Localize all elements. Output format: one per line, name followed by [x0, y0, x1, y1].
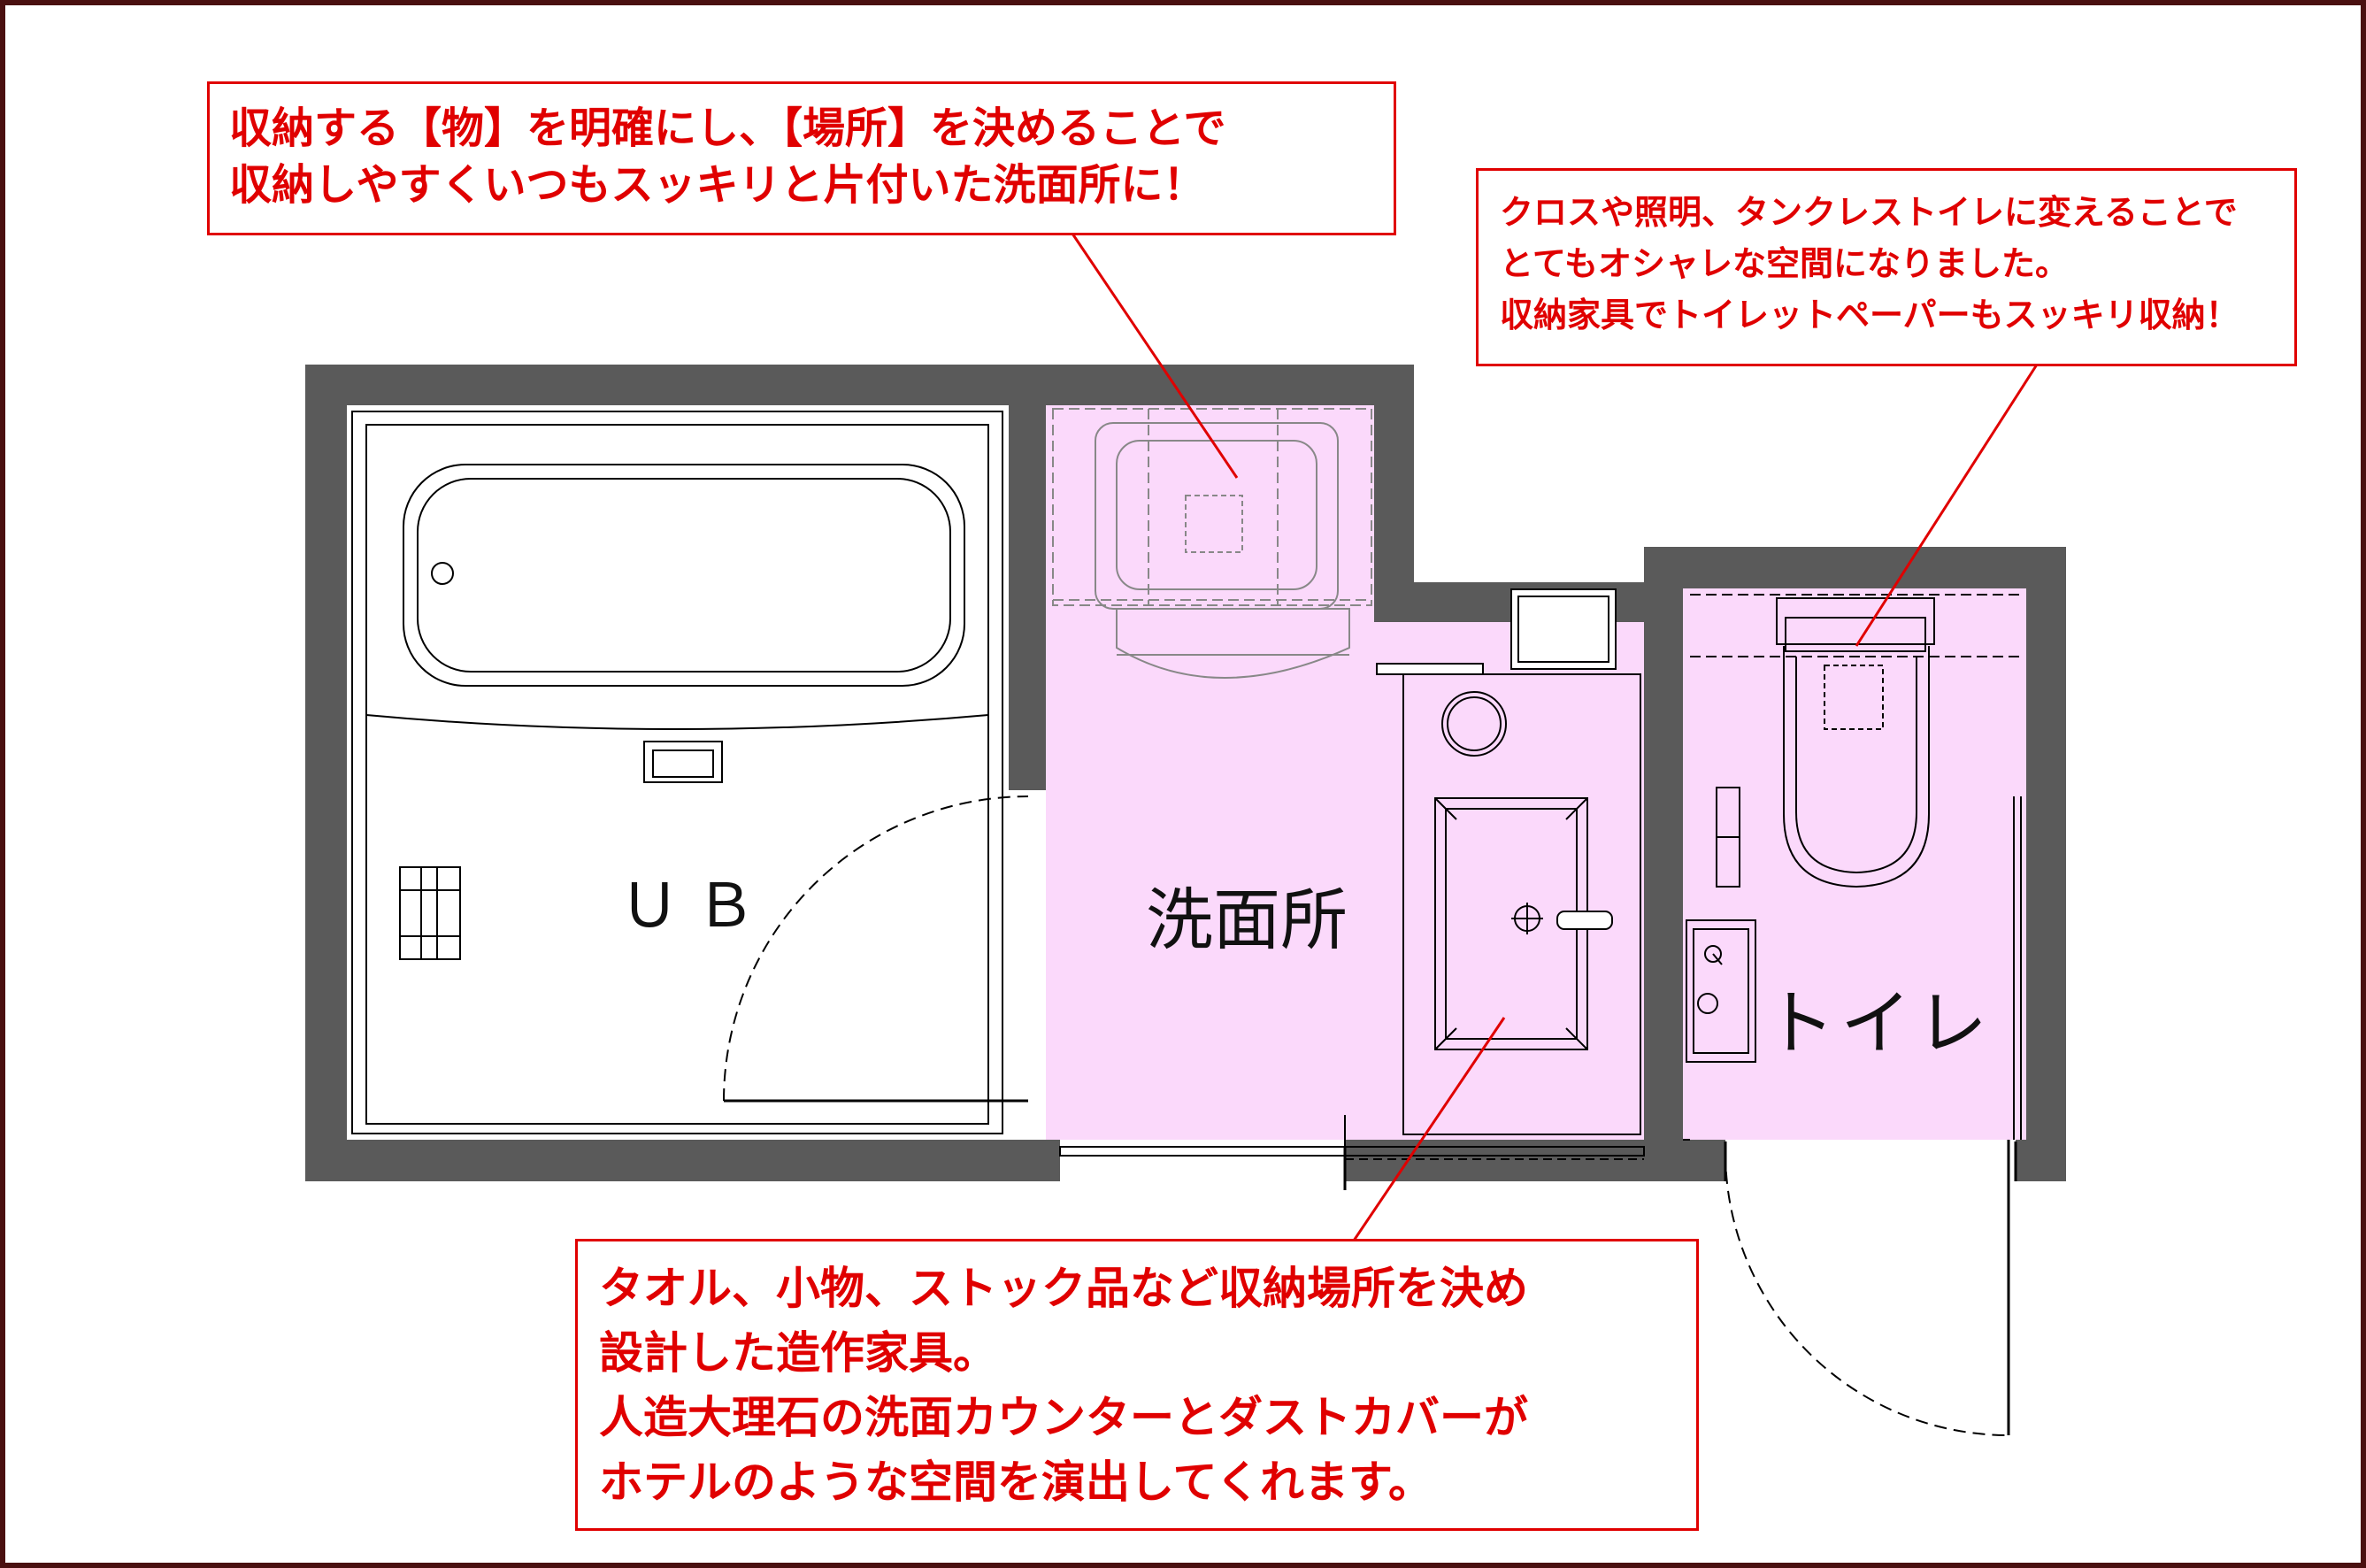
callout-top-right: クロスや照明、タンクレストイレに変えることで とてもオシャレな空間になりました。… — [1476, 168, 2297, 366]
callout-line: ホテルのような空間を演出してくれます。 — [599, 1456, 1433, 1508]
room-label-toilet: トイレ — [1764, 982, 1993, 1065]
callout-bottom: タオル、小物、ストック品など収納場所を決め 設計した造作家具。 人造大理石の洗面… — [575, 1239, 1699, 1531]
washing-machine — [1052, 408, 1372, 679]
wall-cabinet — [1510, 588, 1617, 670]
toilet-fixtures — [1683, 594, 2022, 1436]
leader-top-right — [1855, 364, 2039, 647]
walls — [305, 365, 2066, 1190]
sink-faucet — [1556, 911, 1613, 930]
washroom-highlight — [1046, 405, 1374, 1140]
leader-bottom — [1352, 1017, 1506, 1241]
callout-line: 収納する【物】を明確にし、【場所】を決めることで — [229, 104, 1226, 153]
toilet-door-swing — [1725, 1151, 2009, 1436]
callout-line: 設計した造作家具。 — [599, 1326, 997, 1379]
bathtub-outer — [403, 464, 965, 687]
sink-cabinet — [1402, 673, 1641, 1135]
door-gap-ub — [1009, 790, 1046, 1140]
ub-door-swing — [723, 796, 1029, 1102]
ub-outline — [351, 411, 1003, 1134]
callout-line: タオル、小物、ストック品など収納場所を決め — [599, 1262, 1528, 1314]
counter-bowl — [1441, 691, 1507, 757]
washroom-fixtures — [1052, 408, 1641, 1147]
leader-lines — [1071, 233, 2039, 1241]
ub-shelf — [399, 866, 461, 960]
unit-bath — [351, 411, 1029, 1134]
wash-threshold — [1059, 1146, 1645, 1157]
callout-line: 収納しやすくいつもスッキリと片付いた洗面所に！ — [229, 160, 1206, 210]
towel-bar — [1376, 663, 1484, 675]
ub-faucet — [643, 741, 723, 783]
door-gap-toilet — [1725, 1140, 2016, 1181]
toilet-bowl — [1783, 646, 1930, 888]
leader-top-center — [1071, 233, 1239, 479]
toilet-hand-basin — [1686, 919, 1756, 1063]
tub-drain — [431, 562, 454, 585]
callout-line: クロスや照明、タンクレストイレに変えることで — [1500, 192, 2238, 232]
room-label-ub: ＵＢ — [619, 872, 772, 942]
callout-line: 収納家具でトイレットペーパーもスッキリ収納！ — [1500, 295, 2239, 334]
callout-line: 人造大理石の洗面カウンターとダストカバーが — [599, 1391, 1528, 1443]
bathtub-inner — [417, 478, 951, 673]
callout-line: とてもオシャレな空間になりました。 — [1500, 243, 2069, 283]
toilet-tank — [1776, 597, 1935, 645]
room-label-washroom: 洗面所 — [1146, 880, 1348, 959]
callout-top-center: 収納する【物】を明確にし、【場所】を決めることで 収納しやすくいつもスッキリと片… — [207, 81, 1396, 235]
